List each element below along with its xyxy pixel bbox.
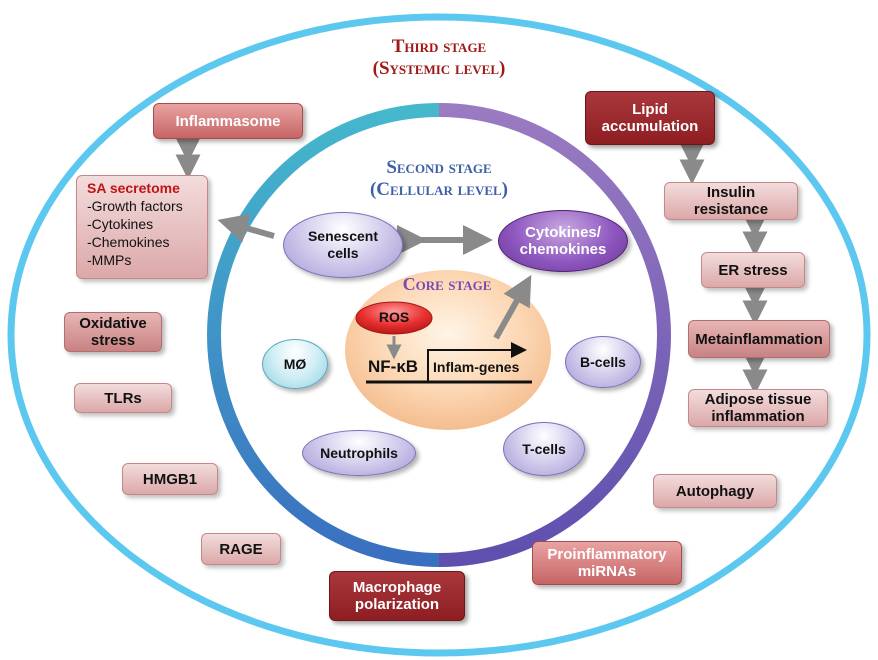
proinflammatory-mirnas-box: Proinflammatory miRNAs xyxy=(532,541,682,585)
third-stage-ring xyxy=(7,13,871,657)
second-stage-line1: Second stage xyxy=(386,157,492,178)
sa-secretome-box: SA secretome -Growth factors -Cytokines … xyxy=(76,175,208,279)
t-cells: T-cells xyxy=(503,422,585,476)
adipose-tissue-inflammation-box: Adipose tissue inflammation xyxy=(688,389,828,427)
cytokines-chemokines-cell: Cytokines/ chemokines xyxy=(498,210,628,272)
nfkb-label: NF-κB xyxy=(368,357,419,376)
b-cells: B-cells xyxy=(565,336,641,388)
sa-secretome-item: -Chemokines xyxy=(87,234,170,250)
second-stage-title: Second stage (Cellular level) xyxy=(334,157,544,201)
lipid-accumulation-box: Lipid accumulation xyxy=(585,91,715,145)
metainflammation-box: Metainflammation xyxy=(688,320,830,358)
autophagy-box: Autophagy xyxy=(653,474,777,508)
neutrophils-cell: Neutrophils xyxy=(302,430,416,476)
second-stage-ring-right xyxy=(438,103,671,567)
inflam-genes-label: Inflam-genes xyxy=(433,359,520,375)
er-stress-box: ER stress xyxy=(701,252,805,288)
insulin-resistance-box: Insulin resistance xyxy=(664,182,798,220)
inflammasome-box: Inflammasome xyxy=(153,103,303,139)
macrophage-polarization-box: Macrophage polarization xyxy=(329,571,465,621)
sa-secretome-item: -Cytokines xyxy=(87,216,154,232)
third-stage-line2: (Systemic level) xyxy=(372,58,506,79)
tlrs-box: TLRs xyxy=(74,383,172,413)
macrophage-cell: MØ xyxy=(262,339,328,389)
third-stage-line1: Third stage xyxy=(391,36,487,57)
oxidative-stress-box: Oxidative stress xyxy=(64,312,162,352)
ros-label: ROS xyxy=(378,309,410,325)
rage-box: RAGE xyxy=(201,533,281,565)
hmgb1-box: HMGB1 xyxy=(122,463,218,495)
third-stage-title: Third stage (Systemic level) xyxy=(339,36,539,80)
sa-secretome-title: SA secretome xyxy=(87,180,180,196)
second-stage-line2: (Cellular level) xyxy=(369,179,509,200)
sa-secretome-item: -Growth factors xyxy=(87,198,183,214)
core-to-cytokines-arrow xyxy=(493,274,532,340)
second-stage-ring-left xyxy=(207,103,440,567)
senescent-cells: Senescent cells xyxy=(283,212,403,278)
senescent-to-secretome-arrow xyxy=(217,213,275,243)
ros-ellipse xyxy=(355,301,433,335)
promoter-arrow xyxy=(427,342,527,382)
core-stage-title: Core stage xyxy=(402,274,492,294)
sa-secretome-item: -MMPs xyxy=(87,252,132,268)
